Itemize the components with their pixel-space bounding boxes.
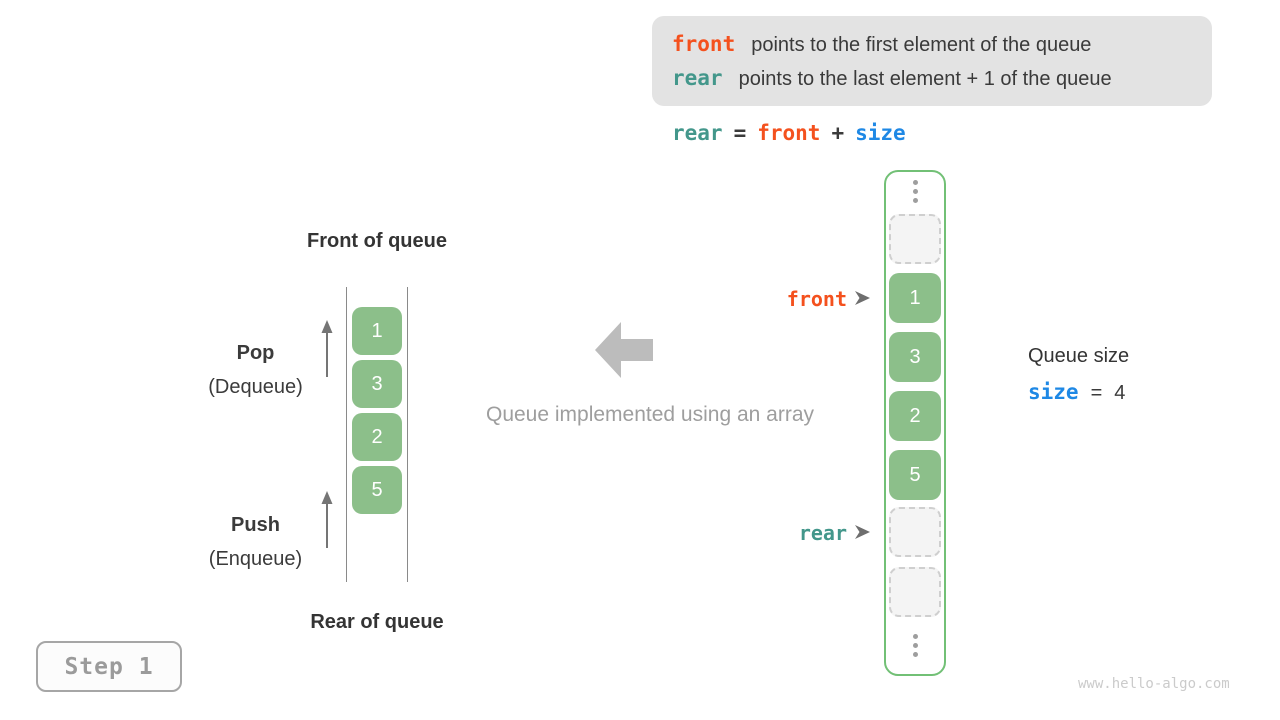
info-line-front: front points to the first element of the… — [672, 32, 1212, 57]
formula-equals: = — [733, 121, 747, 145]
ellipsis-bottom-icon — [886, 634, 944, 657]
formula-front: front — [757, 121, 821, 145]
front-term-description: points to the first element of the queue — [751, 33, 1092, 56]
queue-element: 3 — [352, 360, 402, 408]
push-label: Push — [231, 514, 280, 536]
formula-plus: + — [831, 121, 845, 145]
pointer-formula: rear = front + size — [672, 121, 906, 145]
array-cell-empty — [889, 214, 941, 264]
queue-element: 5 — [352, 466, 402, 514]
rear-term-description: points to the last element + 1 of the qu… — [738, 67, 1112, 90]
front-pointer-label: front — [786, 287, 847, 311]
pop-label: Pop — [236, 342, 275, 364]
size-var: size — [1028, 380, 1079, 404]
pop-label-group: Pop (Dequeue) — [183, 336, 328, 404]
formula-size: size — [855, 121, 906, 145]
queue-size-title: Queue size — [1028, 345, 1130, 367]
array-cell-filled: 3 — [889, 332, 941, 382]
push-label-group: Push (Enqueue) — [183, 508, 328, 576]
array-cell-filled: 1 — [889, 273, 941, 323]
watermark: www.hello-algo.com — [1078, 676, 1230, 692]
size-equals: = — [1090, 382, 1103, 404]
front-pointer: front — [690, 287, 870, 311]
array-cell-filled: 5 — [889, 450, 941, 500]
formula-rear: rear — [672, 121, 723, 145]
left-block-arrow-icon — [595, 322, 653, 383]
step-badge: Step 1 — [36, 641, 182, 692]
ellipsis-top-icon — [886, 180, 944, 203]
rear-term: rear — [672, 65, 723, 90]
queue-size-value-line: size = 4 — [1028, 380, 1125, 405]
rear-pointer-label: rear — [798, 521, 847, 545]
size-value: 4 — [1114, 382, 1126, 404]
rear-pointer: rear — [690, 521, 870, 545]
array-cell-empty — [889, 567, 941, 617]
enqueue-label: (Enqueue) — [208, 548, 303, 570]
info-box: front points to the first element of the… — [652, 16, 1212, 106]
dequeue-label: (Dequeue) — [208, 376, 303, 398]
queue-channel-right-line — [407, 287, 408, 582]
front-term: front — [672, 31, 736, 56]
array-cell-filled: 2 — [889, 391, 941, 441]
push-up-arrow-icon — [320, 491, 334, 554]
front-pointer-arrow-icon — [855, 288, 870, 311]
rear-pointer-arrow-icon — [855, 522, 870, 545]
queue-element-stack: 1 3 2 5 — [352, 307, 402, 514]
array-container: 1 3 2 5 — [884, 170, 946, 676]
pop-up-arrow-icon — [320, 320, 334, 383]
array-cell-empty — [889, 507, 941, 557]
queue-channel-left-line — [346, 287, 347, 582]
front-of-queue-label: Front of queue — [307, 230, 447, 252]
diagram-caption: Queue implemented using an array — [485, 403, 815, 426]
rear-of-queue-label: Rear of queue — [310, 611, 444, 633]
info-line-rear: rear points to the last element + 1 of t… — [672, 66, 1212, 91]
queue-element: 2 — [352, 413, 402, 461]
queue-element: 1 — [352, 307, 402, 355]
